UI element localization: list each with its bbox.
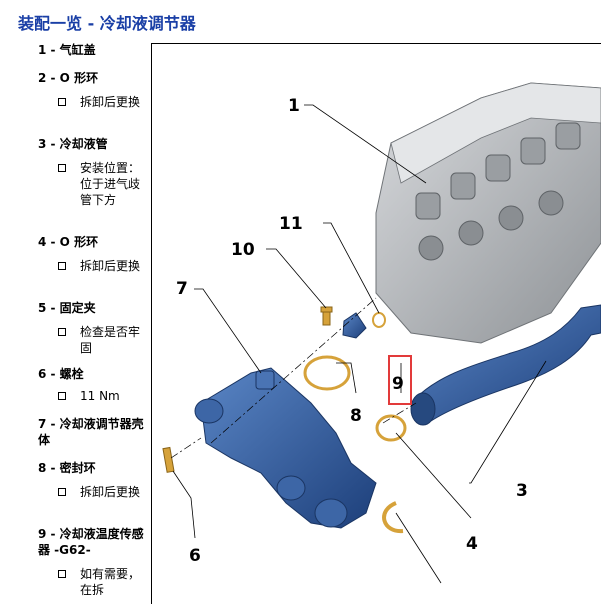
- coolant-pipe: [410, 304, 601, 426]
- legend-note-4: 拆卸后更换: [58, 258, 140, 290]
- callout-11: 11: [279, 214, 303, 234]
- callout-9: 9: [392, 374, 404, 394]
- bolt-10: [320, 306, 333, 326]
- legend-note-9: 如有需要，在拆: [58, 566, 140, 598]
- legend-item-1: 1 - 气缸盖: [38, 43, 96, 57]
- bullet-icon: [58, 164, 66, 172]
- callout-1: 1: [288, 96, 300, 116]
- legend-item-6: 6 - 螺栓: [38, 367, 84, 381]
- callout-8: 8: [350, 406, 362, 426]
- cylinder-head: [375, 82, 601, 344]
- legend-item-5: 5 - 固定夹: [38, 301, 96, 315]
- bullet-icon: [58, 262, 66, 270]
- bullet-icon: [58, 488, 66, 496]
- callout-3: 3: [516, 481, 528, 501]
- bullet-icon: [58, 392, 66, 400]
- legend-item-4: 4 - O 形环: [38, 235, 99, 249]
- legend-item-7: 7 - 冷却液调节器壳体: [38, 417, 144, 447]
- legend-note-6: 11 Nm: [58, 388, 138, 404]
- leader-lines: [172, 104, 547, 584]
- o-ring-4: [375, 414, 407, 442]
- callout-4: 4: [466, 534, 478, 554]
- bullet-icon: [58, 328, 66, 336]
- legend-item-2: 2 - O 形环: [38, 71, 99, 85]
- legend-note-5: 检查是否牢固: [58, 324, 140, 356]
- temperature-sensor: [342, 312, 367, 339]
- callout-7: 7: [176, 279, 188, 299]
- o-ring-2: [372, 312, 386, 328]
- exploded-view-diagram: 1 3 4 6 7 8 9 10 11: [162, 82, 601, 584]
- retaining-clip-5: [382, 501, 404, 534]
- legend-item-8: 8 - 密封环: [38, 461, 96, 475]
- legend-item-9: 9 - 冷却液温度传感器 -G62-: [38, 527, 144, 557]
- diagram-frame: [151, 43, 601, 604]
- bullet-icon: [58, 98, 66, 106]
- legend-note-3: 安装位置：位于进气歧管下方: [58, 160, 140, 224]
- highlight-box: [388, 355, 412, 405]
- callout-10: 10: [231, 240, 255, 260]
- sealing-ring-8: [303, 355, 351, 391]
- bullet-icon: [58, 570, 66, 578]
- legend-note-8: 拆卸后更换: [58, 484, 140, 516]
- assembly-lines: [170, 297, 417, 459]
- callout-6: 6: [189, 546, 201, 566]
- coolant-regulator-housing: [194, 367, 377, 529]
- page-title: 装配一览 - 冷却液调节器: [18, 14, 196, 33]
- bolt-6: [162, 446, 175, 473]
- legend-item-3: 3 - 冷却液管: [38, 137, 108, 151]
- legend-note-2: 拆卸后更换: [58, 94, 140, 126]
